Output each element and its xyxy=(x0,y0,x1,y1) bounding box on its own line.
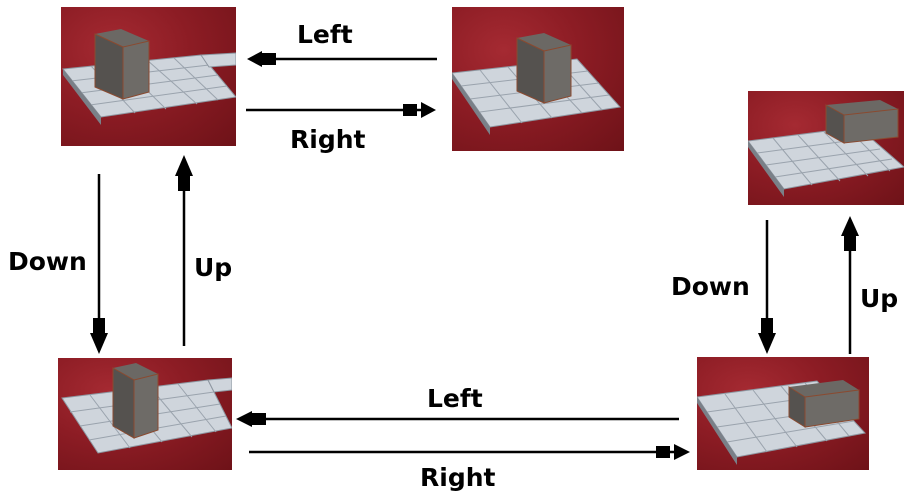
block-lying xyxy=(788,380,860,428)
arrow-up-right xyxy=(841,216,859,354)
state-standing-top-left xyxy=(61,7,236,146)
block-standing xyxy=(94,29,150,100)
arrow-left-bottom xyxy=(236,411,679,427)
state-lying-right-top xyxy=(748,91,904,205)
label-down-right: Down xyxy=(671,272,750,301)
label-right-bottom: Right xyxy=(420,463,496,492)
label-left-top: Left xyxy=(297,20,353,49)
block-standing xyxy=(112,363,159,439)
label-up-right: Up xyxy=(860,284,899,313)
tile-board xyxy=(748,126,904,197)
label-up-left: Up xyxy=(194,253,233,282)
state-lying-bottom-right xyxy=(697,357,869,470)
arrow-down-right xyxy=(758,220,776,354)
block-standing xyxy=(516,33,572,104)
arrow-up-left xyxy=(175,155,193,346)
state-standing-top-right xyxy=(452,7,624,151)
block-lying xyxy=(825,100,899,144)
state-standing-bottom-left xyxy=(58,358,232,470)
arrow-down-left xyxy=(90,174,108,354)
arrow-right-bottom xyxy=(249,444,690,460)
arrow-left-top xyxy=(247,51,437,67)
arrow-right-top xyxy=(246,102,436,118)
label-down-left: Down xyxy=(8,247,87,276)
label-right-top: Right xyxy=(290,125,366,154)
label-left-bottom: Left xyxy=(427,384,483,413)
